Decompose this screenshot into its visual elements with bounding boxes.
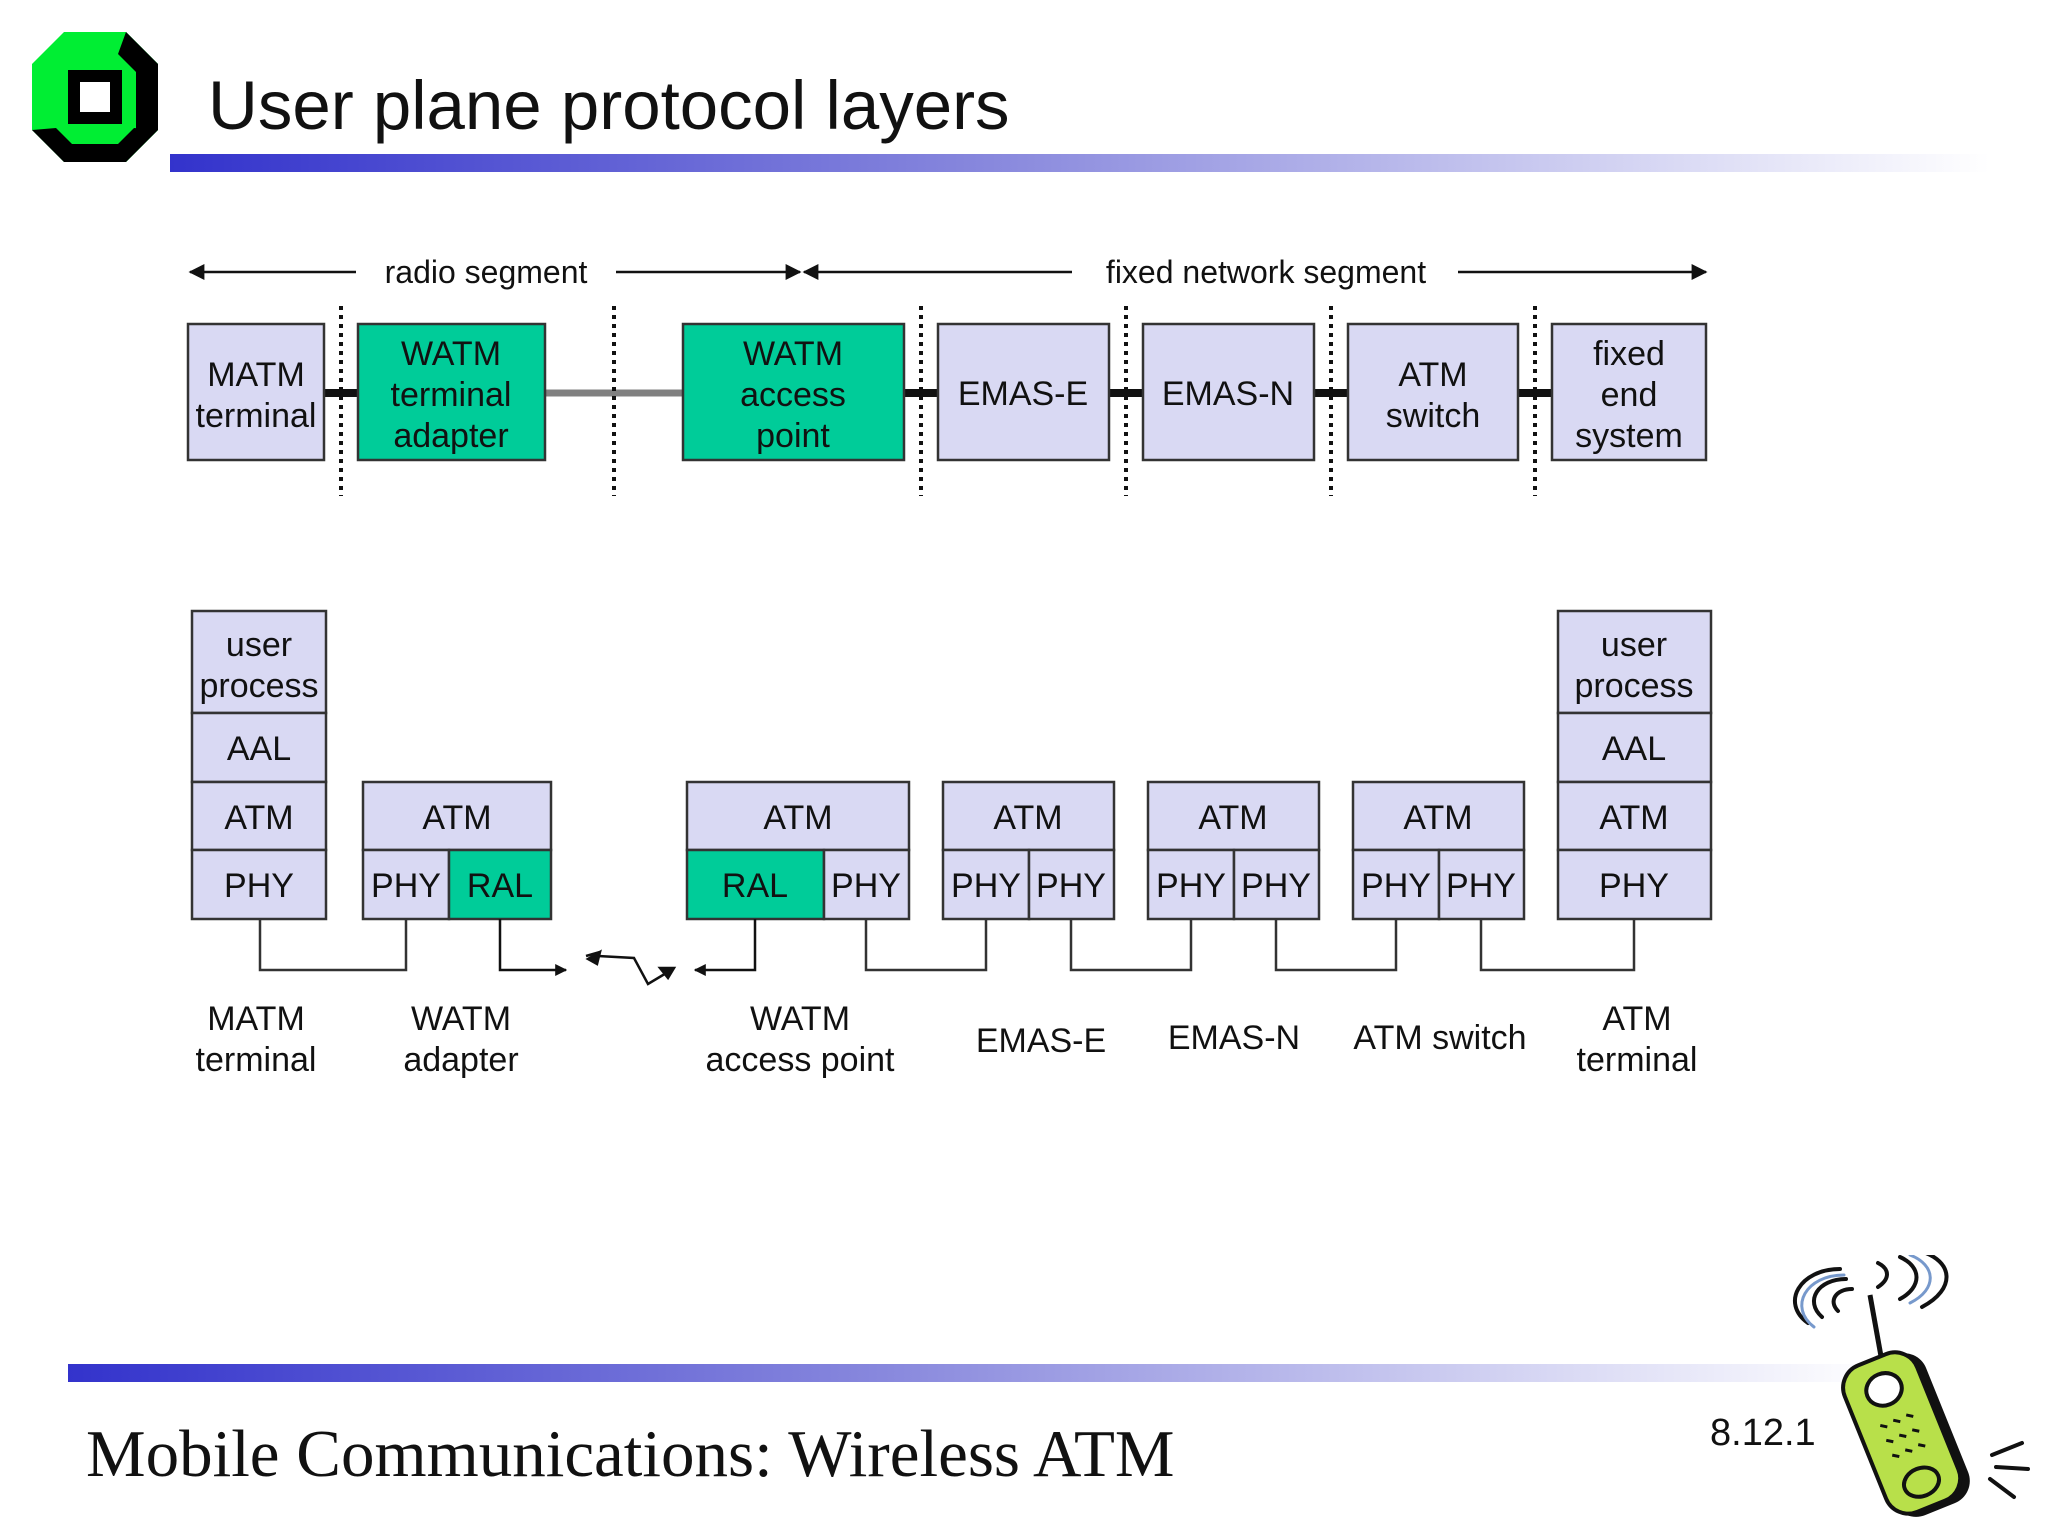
stack-emas-e: ATM PHY PHY xyxy=(941,780,1116,921)
fixed-segment-label: fixed network segment xyxy=(1106,254,1426,290)
svg-text:PHY: PHY xyxy=(951,867,1021,905)
svg-text:ATM switch: ATM switch xyxy=(1353,1019,1526,1057)
svg-text:RAL: RAL xyxy=(467,867,533,905)
stack-atm-switch: ATM PHY PHY xyxy=(1351,780,1526,921)
slide-number: 8.12.1 xyxy=(1710,1412,1816,1454)
lightning-bolt-icon xyxy=(585,949,677,986)
node-emas-n: EMAS-N xyxy=(1141,322,1316,462)
svg-text:EMAS-E: EMAS-E xyxy=(976,1022,1106,1060)
svg-text:ATM: ATM xyxy=(993,799,1062,837)
fixed-segment-indicator: fixed network segment xyxy=(802,254,1708,290)
svg-text:RAL: RAL xyxy=(722,867,788,905)
svg-text:PHY: PHY xyxy=(831,867,901,905)
svg-text:ATM: ATM xyxy=(763,799,832,837)
svg-text:EMAS-N: EMAS-N xyxy=(1168,1019,1300,1057)
title-underline-bar xyxy=(170,154,1990,172)
stack-watm-adapter: ATM PHY RAL xyxy=(361,780,553,921)
svg-text:ATM: ATM xyxy=(224,799,293,837)
stack-emas-n: ATM PHY PHY xyxy=(1146,780,1321,921)
svg-text:ATM: ATM xyxy=(422,799,491,837)
svg-text:PHY: PHY xyxy=(1599,867,1669,905)
svg-text:ATM: ATM xyxy=(1198,799,1267,837)
radio-segment-label: radio segment xyxy=(385,254,588,290)
svg-text:PHY: PHY xyxy=(1361,867,1431,905)
node-emas-e: EMAS-E xyxy=(936,322,1111,462)
svg-text:PHY: PHY xyxy=(1156,867,1226,905)
footer-title: Mobile Communications: Wireless ATM xyxy=(86,1417,1175,1491)
svg-text:PHY: PHY xyxy=(1446,867,1516,905)
svg-text:ATM: ATM xyxy=(1599,799,1668,837)
svg-text:AAL: AAL xyxy=(227,730,291,768)
svg-text:PHY: PHY xyxy=(1036,867,1106,905)
svg-text:PHY: PHY xyxy=(1241,867,1311,905)
radio-segment-indicator: radio segment xyxy=(188,254,802,290)
university-logo-icon xyxy=(32,32,158,162)
svg-text:EMAS-N: EMAS-N xyxy=(1162,375,1294,413)
svg-text:AAL: AAL xyxy=(1602,730,1666,768)
physical-links xyxy=(258,919,1636,972)
footer-bar xyxy=(68,1364,1878,1382)
stack-watm-access-point: ATM RAL PHY xyxy=(685,780,911,921)
cell-phone-clipart-icon xyxy=(1793,1255,2030,1517)
svg-text:PHY: PHY xyxy=(371,867,441,905)
radio-link xyxy=(498,919,757,976)
slide-title: User plane protocol layers xyxy=(208,67,1010,144)
svg-text:EMAS-E: EMAS-E xyxy=(958,375,1088,413)
svg-text:ATM: ATM xyxy=(1403,799,1472,837)
svg-text:PHY: PHY xyxy=(224,867,294,905)
